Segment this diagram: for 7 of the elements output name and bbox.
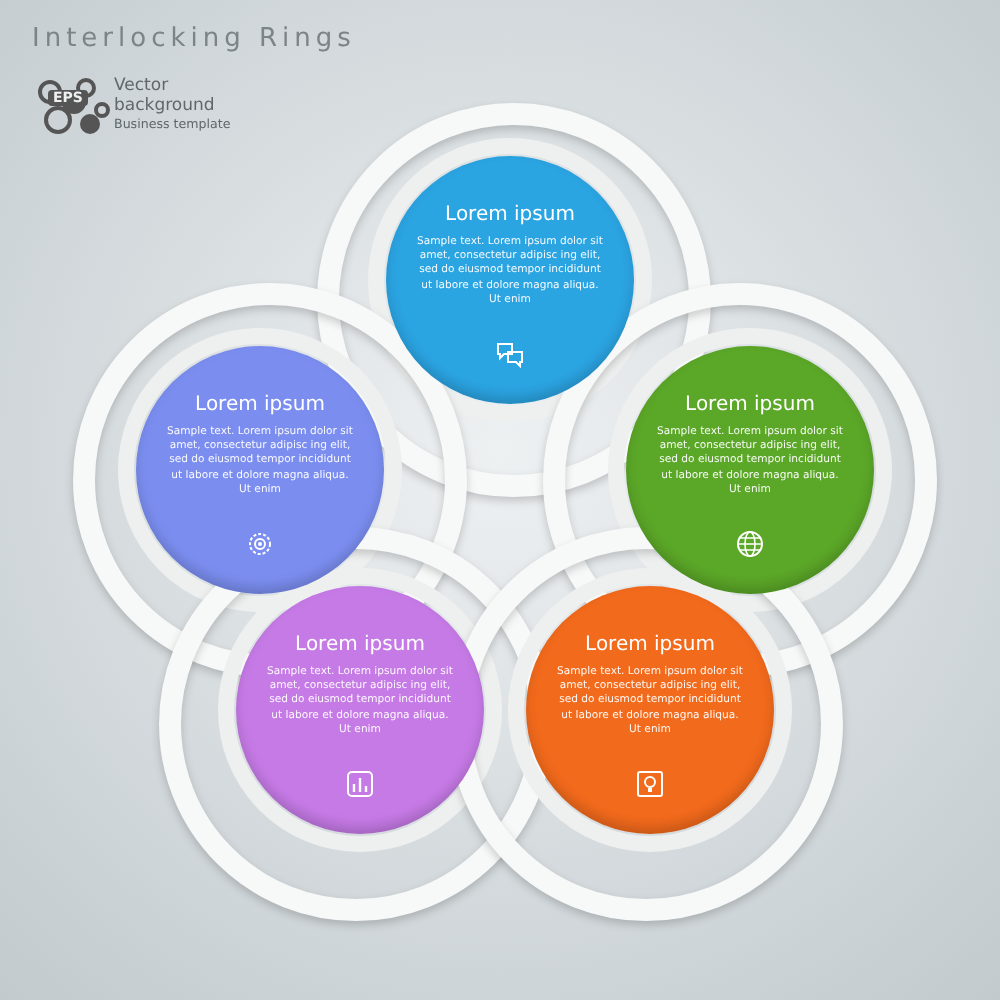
node-heading: Lorem ipsum <box>193 394 327 416</box>
node-heading: Lorem ipsum <box>293 634 427 656</box>
title: Interlocking Rings <box>32 24 356 54</box>
subtitle-text: Vector background <box>114 76 217 117</box>
node-heading: Lorem ipsum <box>683 394 817 416</box>
node-heading: Lorem ipsum <box>583 634 717 656</box>
node-heading: Lorem ipsum <box>443 204 577 226</box>
